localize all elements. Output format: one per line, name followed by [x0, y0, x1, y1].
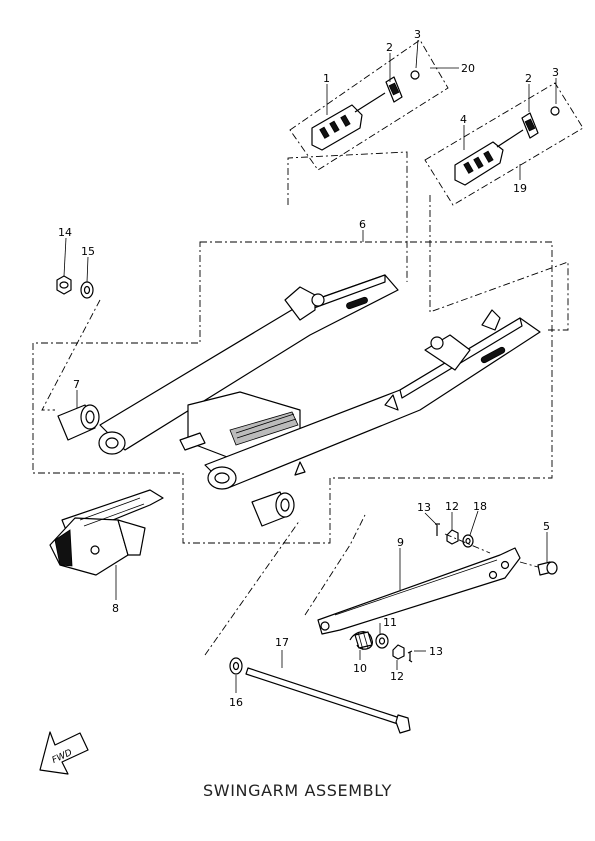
- leader-lines: [63, 39, 557, 693]
- pivot-bushing-right: [251, 491, 295, 527]
- pivot-shaft: [245, 667, 411, 734]
- callout-2b: 2: [525, 72, 532, 85]
- callout-12a: 12: [445, 500, 459, 513]
- callout-14: 14: [58, 226, 72, 239]
- pivot-bushing: [57, 404, 100, 441]
- callout-labels: 1 2 3 20 2 3 4 19 6 14 15 7 8 13 12 18 5…: [58, 28, 559, 709]
- callout-19: 19: [513, 182, 527, 195]
- nut-left: [410, 70, 420, 80]
- callout-20: 20: [461, 62, 475, 75]
- chain-adjuster-left: [311, 92, 386, 151]
- cotter-pin-lower: [407, 650, 413, 663]
- adjuster-plate-right: [521, 112, 539, 139]
- washer-upper: [462, 534, 474, 548]
- chain-adjuster-right: [454, 129, 524, 186]
- callout-15: 15: [81, 245, 95, 258]
- nut-upper: [446, 529, 459, 545]
- callout-12b: 12: [390, 670, 404, 683]
- pivot-nut: [56, 275, 72, 295]
- callout-4: 4: [460, 113, 467, 126]
- callout-3b: 3: [552, 66, 559, 79]
- callout-5: 5: [543, 520, 550, 533]
- chain-slider: [49, 489, 164, 576]
- swingarm-frame: [32, 241, 553, 544]
- swingarm-link-bar: [317, 547, 521, 635]
- chain-adjuster-right-group: [424, 82, 584, 206]
- cotter-pin-upper: [435, 523, 440, 536]
- callout-11: 11: [383, 616, 397, 629]
- callout-1: 1: [323, 72, 330, 85]
- callout-2: 2: [386, 41, 393, 54]
- pivot-washer: [80, 281, 94, 299]
- callout-10: 10: [353, 662, 367, 675]
- shaft-washer: [229, 657, 243, 675]
- callout-7: 7: [73, 378, 80, 391]
- callout-18: 18: [473, 500, 487, 513]
- spring: [349, 630, 373, 651]
- callout-13b: 13: [429, 645, 443, 658]
- callout-8: 8: [112, 602, 119, 615]
- callout-6: 6: [359, 218, 366, 231]
- nut-lower: [392, 644, 405, 660]
- diagram-title: SWINGARM ASSEMBLY: [203, 781, 392, 800]
- fwd-arrow-icon: FWD: [39, 731, 89, 775]
- group-frame-19: [424, 82, 584, 206]
- group-frame-20: [289, 39, 449, 171]
- swingarm: [32, 241, 553, 544]
- nut-right: [550, 106, 560, 116]
- callout-9: 9: [397, 536, 404, 549]
- adjuster-plate-left: [385, 76, 403, 103]
- callout-3: 3: [414, 28, 421, 41]
- chain-adjuster-left-group: [289, 39, 449, 171]
- link-bolt: [537, 561, 558, 576]
- chain-guide-tab: [481, 309, 501, 331]
- callout-17: 17: [275, 636, 289, 649]
- callout-16: 16: [229, 696, 243, 709]
- callout-13a: 13: [417, 501, 431, 514]
